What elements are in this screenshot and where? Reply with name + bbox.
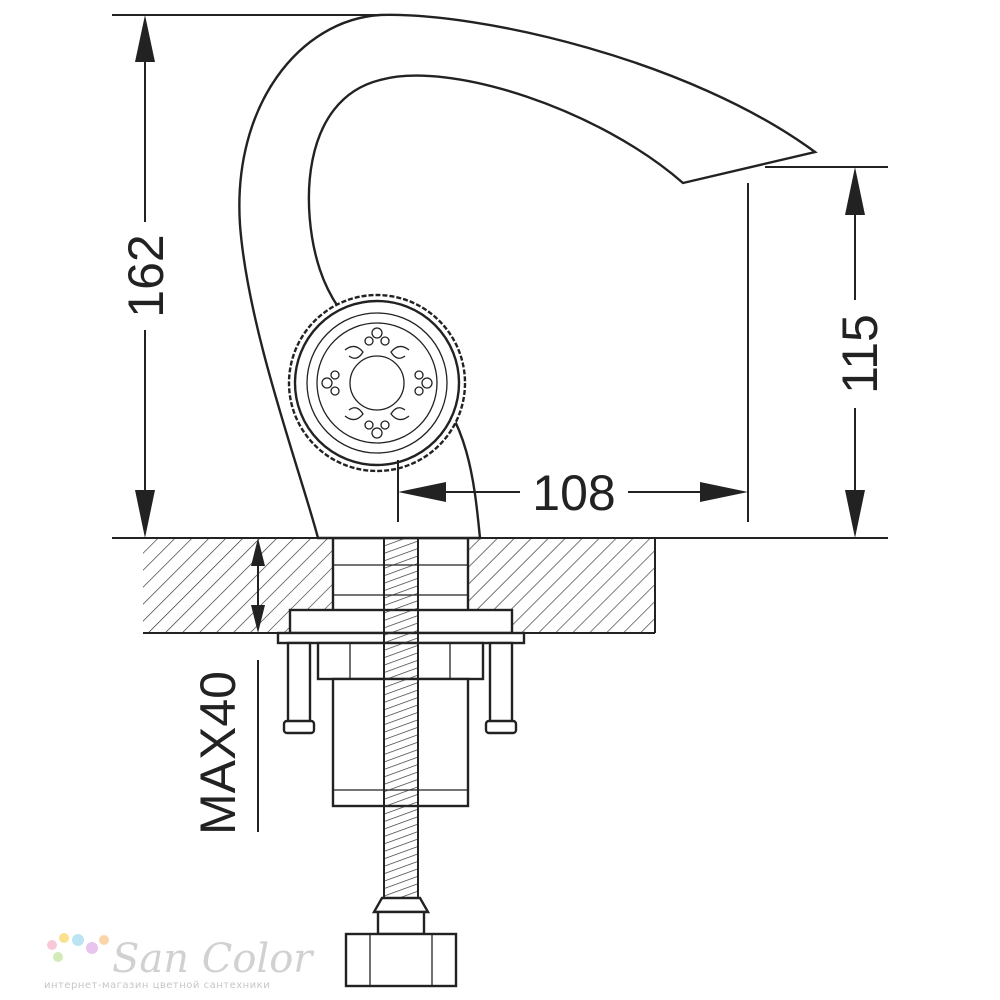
dimension-spout-height: 115 <box>765 166 888 538</box>
watermark-dot <box>53 952 63 962</box>
handle-knob <box>287 293 467 473</box>
watermark-logo: San Color интернет-магазин цветной санте… <box>44 933 315 991</box>
watermark-brand: San Color <box>112 936 315 982</box>
faucet-body <box>238 13 818 540</box>
dimension-max-thickness: MAX40 <box>190 538 265 835</box>
watermark-dot <box>47 940 57 950</box>
dimension-label-162: 162 <box>118 234 174 317</box>
watermark-dot <box>59 933 69 943</box>
watermark-dot <box>99 935 109 945</box>
watermark-dot <box>86 942 98 954</box>
watermark-tagline: интернет-магазин цветной сантехники <box>44 980 270 991</box>
dimension-label-108: 108 <box>532 465 615 521</box>
threaded-rod <box>344 532 458 988</box>
dimension-total-height: 162 <box>112 14 385 538</box>
watermark-dot <box>72 934 84 946</box>
dimension-label-115: 115 <box>832 314 888 394</box>
dimension-spout-reach: 108 <box>397 183 749 522</box>
dimension-label-max40: MAX40 <box>190 671 246 835</box>
